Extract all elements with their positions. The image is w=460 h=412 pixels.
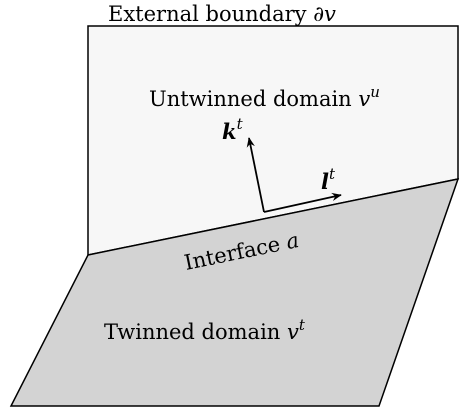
external-boundary-label: External boundary ∂v <box>108 2 336 26</box>
k-vector-label: kt <box>222 115 244 144</box>
twinned-domain-label: Twinned domain vt <box>104 316 306 344</box>
external-boundary-symbol: ∂v <box>313 2 336 26</box>
twinned-domain-region <box>9 177 460 407</box>
l-vector-arrow <box>263 192 342 213</box>
l-vector-label: lt <box>321 165 336 194</box>
interface-symbol: a <box>284 228 301 254</box>
k-vector-arrow <box>246 137 265 213</box>
untwinned-domain-label: Untwinned domain vu <box>149 83 380 111</box>
